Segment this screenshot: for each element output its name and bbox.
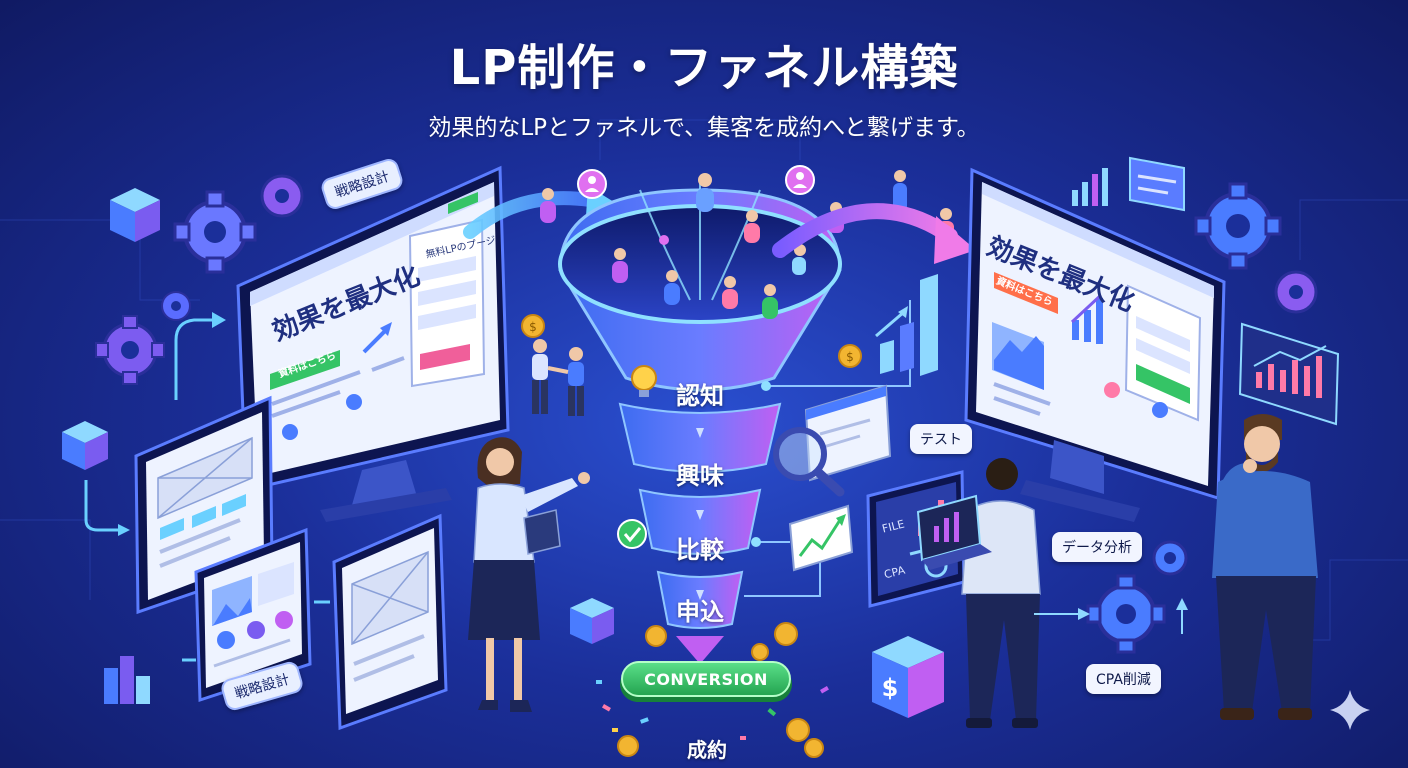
conversion-label: CONVERSION <box>644 670 768 689</box>
dollar-icon: $ <box>872 636 944 718</box>
bar-chart <box>875 274 938 376</box>
person-icon <box>762 284 778 319</box>
conversion-button-shape <box>620 661 792 702</box>
person-icon <box>659 235 806 275</box>
report-card <box>804 384 892 482</box>
person-icon <box>664 270 680 305</box>
confetti <box>596 680 829 740</box>
mini-chart-card <box>1072 168 1108 206</box>
right-monitor <box>964 167 1226 522</box>
gear-icon <box>1274 270 1318 314</box>
coin-icon: $ <box>838 344 862 368</box>
lightbulb-icon <box>631 365 657 397</box>
check-icon <box>617 519 647 549</box>
tag-data-analysis: データ分析 <box>1052 532 1142 562</box>
gear-icon <box>161 291 191 321</box>
presenter-woman <box>468 437 590 712</box>
thinking-man <box>1212 414 1318 720</box>
analyst-man <box>916 458 1041 728</box>
result-label: 成約 <box>687 738 727 762</box>
trend-card <box>788 504 854 572</box>
funnel-stage-comparison: 比較 <box>676 536 724 564</box>
gear-icon <box>1152 540 1188 576</box>
cube-icon <box>110 188 160 242</box>
page-subtitle: 効果的なLPとファネルで、集客を成約へと繋げます。 <box>428 115 980 141</box>
left-monitor <box>236 165 510 522</box>
cube-icon <box>62 421 108 470</box>
svg-text:$: $ <box>882 674 899 702</box>
handshake-people <box>532 339 584 416</box>
flow-arrows <box>84 318 330 662</box>
chart-card <box>1238 322 1340 426</box>
person-icon <box>577 169 607 199</box>
gear-icon <box>95 315 165 385</box>
arrow-to-funnel <box>463 191 597 239</box>
person-icon <box>722 276 738 309</box>
person-icon <box>696 173 714 212</box>
funnel-stage-interest: 興味 <box>676 462 724 490</box>
tag-cpa-reduction: CPA削減 <box>1086 664 1161 694</box>
page-title: LP制作・ファネル構築 <box>449 40 959 96</box>
gear-icon <box>173 190 257 274</box>
arrow-to-right <box>772 203 958 258</box>
sparkle-icon <box>1330 690 1370 730</box>
funnel-stage-application: 申込 <box>676 598 724 626</box>
gear-icon <box>260 174 304 218</box>
coin-icon: $ <box>521 314 545 338</box>
person-icon <box>540 188 556 223</box>
chat-card <box>1129 156 1185 212</box>
gear-icon <box>1194 182 1282 270</box>
flow-arrows-right <box>1034 608 1183 634</box>
coin-icon <box>617 622 824 758</box>
wireframe-tablet <box>134 395 274 615</box>
tag-test: テスト <box>910 424 972 454</box>
svg-text:$: $ <box>529 320 537 334</box>
svg-text:$: $ <box>846 350 854 364</box>
cube-icon <box>570 598 614 644</box>
person-icon <box>612 248 628 283</box>
funnel-stage-awareness: 認知 <box>676 382 724 410</box>
gear-icon <box>1086 574 1166 654</box>
landing-page-card <box>194 527 312 703</box>
chart-icon <box>104 656 150 704</box>
funnel <box>558 180 842 664</box>
wireframe-screen <box>332 513 448 731</box>
person-icon <box>744 210 760 243</box>
person-icon <box>785 165 815 195</box>
magnifier-icon <box>773 427 845 497</box>
